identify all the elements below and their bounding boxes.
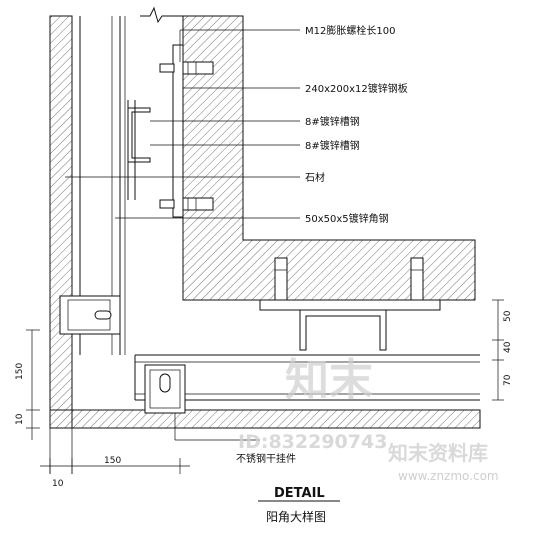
label-plate: 240x200x12镀锌钢板 xyxy=(305,82,408,95)
break-line xyxy=(140,6,183,24)
label-channel-1: 8#镀锌槽钢 xyxy=(305,115,360,128)
pendant-bottom xyxy=(144,364,186,414)
watermark-brand: 知末资料库 xyxy=(388,441,488,465)
watermark-logo: 知末 xyxy=(285,355,373,406)
watermark-id: ID:832290743 xyxy=(238,431,387,453)
steel-plate xyxy=(172,44,184,218)
dim-right-bot: 70 xyxy=(503,374,513,386)
bottom-channel xyxy=(299,310,387,351)
channel-steel xyxy=(127,107,151,163)
dimension-left xyxy=(26,329,40,440)
dimension-bottom xyxy=(40,428,190,474)
label-angle: 50x50x5镀锌角钢 xyxy=(305,212,389,225)
anchor-bolt-lower xyxy=(159,197,214,211)
dim-left-150: 150 xyxy=(15,363,25,380)
label-channel-2: 8#镀锌槽钢 xyxy=(305,139,360,152)
dim-left-10: 10 xyxy=(15,413,25,425)
anchor-bolt-upper xyxy=(159,61,214,75)
detail-title: DETAIL xyxy=(274,486,325,501)
leaders xyxy=(65,29,300,441)
watermark-url: www.znzmo.com xyxy=(398,469,499,483)
dim-right-mid: 40 xyxy=(503,341,513,353)
dim-bottom-10: 10 xyxy=(52,479,64,489)
detail-subtitle: 阳角大样图 xyxy=(266,509,326,524)
dim-bottom-150: 150 xyxy=(104,456,121,466)
label-stone: 石材 xyxy=(305,171,325,184)
dim-right-top: 50 xyxy=(503,310,513,322)
bottom-plate xyxy=(259,299,441,311)
label-anchor-bolt: M12膨胀螺栓长100 xyxy=(305,24,395,37)
label-pendant: 不锈钢干挂件 xyxy=(236,452,296,465)
dimension-right xyxy=(492,299,504,401)
stone-left xyxy=(49,15,73,411)
pendant-left xyxy=(59,295,121,335)
stone-bottom xyxy=(49,409,481,429)
concrete-column xyxy=(182,15,476,301)
